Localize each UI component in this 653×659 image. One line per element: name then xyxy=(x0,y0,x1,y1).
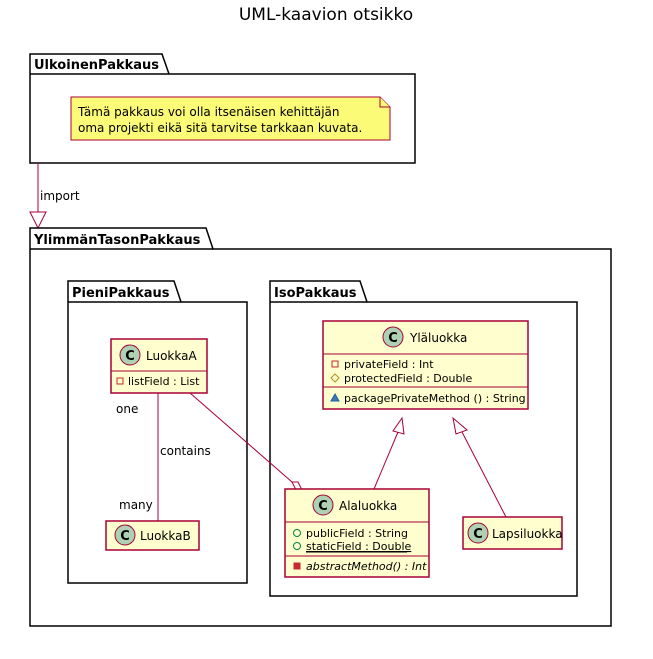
class-ylaluokka-field-1: privateField : Int xyxy=(344,358,434,371)
class-icon-letter: C xyxy=(318,499,328,514)
private-visibility-icon xyxy=(293,562,301,570)
class-lapsiluokka[interactable]: C Lapsiluokka xyxy=(462,516,563,550)
contains-relation: contains one many xyxy=(116,393,211,521)
generalization-lapsiluokka xyxy=(452,416,507,518)
class-luokka-a-field: listField : List xyxy=(128,375,200,388)
import-label: import xyxy=(40,189,80,203)
class-ylaluokka[interactable]: C Yläluokka privateField : Int protected… xyxy=(322,320,529,410)
private-visibility-icon xyxy=(331,360,339,368)
import-relation: import xyxy=(29,163,80,230)
note-line-1: Tämä pakkaus voi olla itsenäisen kehittä… xyxy=(77,105,340,119)
class-ylaluokka-name: Yläluokka xyxy=(409,331,467,345)
class-alaluokka-method-1: abstractMethod() : Int xyxy=(306,560,427,573)
protected-visibility-icon xyxy=(330,373,340,383)
class-icon-letter: C xyxy=(120,529,130,544)
class-icon-letter: C xyxy=(388,331,398,346)
diagram-title: UML-kaavion otsikko xyxy=(239,5,413,25)
public-visibility-icon xyxy=(293,542,301,550)
class-luokka-a[interactable]: C LuokkaA listField : List xyxy=(110,338,208,394)
class-ylaluokka-field-2: protectedField : Double xyxy=(344,372,472,385)
multiplicity-one: one xyxy=(116,402,138,416)
class-icon xyxy=(312,494,334,516)
class-ylaluokka-method-1: packagePrivateMethod () : String xyxy=(344,392,526,405)
class-icon xyxy=(382,326,404,348)
class-icon-letter: C xyxy=(125,349,135,364)
package-iso-label: IsoPakkaus xyxy=(274,286,357,301)
class-luokka-b[interactable]: C LuokkaB xyxy=(105,520,200,551)
public-visibility-icon xyxy=(293,529,301,537)
note-line-2: oma projekti eikä sitä tarvitse tarkkaan… xyxy=(78,121,362,135)
class-alaluokka-field-2: staticField : Double xyxy=(306,540,412,553)
class-luokka-a-name: LuokkaA xyxy=(146,349,197,363)
class-icon xyxy=(119,344,141,366)
generalization-alaluokka xyxy=(373,416,405,490)
contains-label: contains xyxy=(160,444,211,458)
class-icon-letter: C xyxy=(473,527,483,542)
package-ylimman-label: YlimmänTasonPakkaus xyxy=(33,233,201,248)
class-alaluokka-field-1: publicField : String xyxy=(306,527,408,540)
class-icon xyxy=(114,524,136,546)
class-alaluokka[interactable]: C Alaluokka publicField : String staticF… xyxy=(284,488,430,578)
private-visibility-icon xyxy=(116,377,124,385)
package-pieni-label: PieniPakkaus xyxy=(72,286,170,301)
class-icon xyxy=(467,522,489,544)
package-ulkoinen-label: UlkoinenPakkaus xyxy=(34,58,159,73)
class-lapsiluokka-name: Lapsiluokka xyxy=(492,527,563,541)
class-luokka-b-name: LuokkaB xyxy=(140,529,191,543)
note: Tämä pakkaus voi olla itsenäisen kehittä… xyxy=(70,96,391,141)
class-alaluokka-name: Alaluokka xyxy=(339,499,397,513)
package-visibility-icon xyxy=(330,392,340,402)
multiplicity-many: many xyxy=(119,498,153,512)
